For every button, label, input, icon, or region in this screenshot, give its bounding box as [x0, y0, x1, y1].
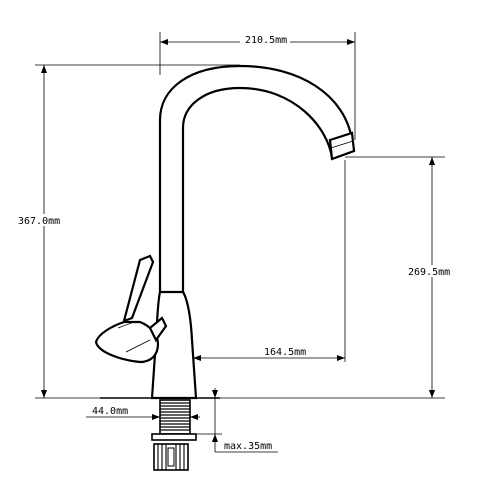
dim-total-height: 367.0mm: [15, 64, 240, 399]
threaded-shank: [151, 399, 197, 471]
dim-max-thickness-label: max.35mm: [224, 441, 272, 452]
dim-base-to-outlet: 164.5mm: [193, 160, 346, 362]
dim-spout-height-label: 269.5mm: [408, 267, 450, 278]
dim-total-height-label: 367.0mm: [18, 216, 60, 227]
dim-spout-height: 269.5mm: [215, 156, 457, 399]
dim-shank-diameter-label: 44.0mm: [92, 406, 128, 417]
dim-base-to-outlet-label: 164.5mm: [264, 347, 306, 358]
faucet-body: [94, 64, 356, 400]
dim-spout-reach: 210.5mm: [159, 32, 356, 140]
dim-shank-diameter: 44.0mm: [86, 406, 200, 426]
dim-max-thickness: max.35mm: [196, 388, 278, 453]
dim-spout-reach-label: 210.5mm: [245, 35, 287, 46]
